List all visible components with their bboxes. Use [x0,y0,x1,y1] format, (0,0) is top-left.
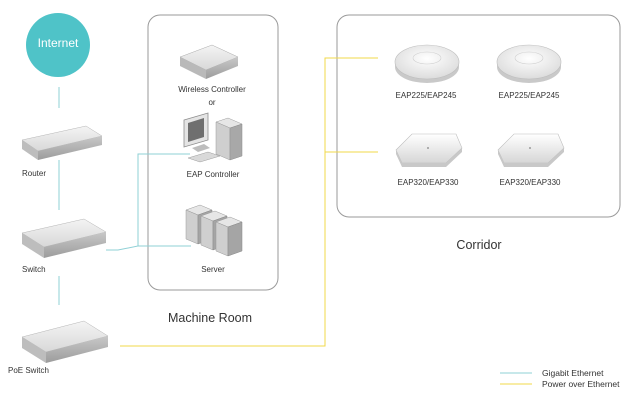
router-label: Router [22,169,47,178]
wireless-controller-icon [179,44,239,79]
ap-label: EAP225/EAP245 [395,91,457,100]
switch-icon [21,218,107,258]
ap-label: EAP320/EAP330 [499,178,561,187]
machine-room-label: Machine Room [167,311,253,325]
internet-label: Internet [37,36,79,50]
server-label: Server [201,265,225,274]
legend-poe-label: Power over Ethernet [542,379,620,389]
eap-controller-label: EAP Controller [186,170,240,179]
router-icon [21,125,103,160]
gigabit-links [58,87,191,305]
ceiling-ap-round-icon [394,44,460,83]
switch-label: Switch [22,265,46,274]
poe-switch-icon [21,320,109,363]
poe-links [120,57,378,347]
corridor-box [336,14,621,218]
ap-label: EAP320/EAP330 [397,178,459,187]
ceiling-ap-square-icon [497,133,565,167]
ap-label: EAP225/EAP245 [498,91,560,100]
legend-gigabit-label: Gigabit Ethernet [542,368,604,378]
globe-cloud-icon [26,13,90,77]
machine-room-box [147,14,279,291]
corridor-label: Corridor [456,238,502,252]
or-label: or [208,98,216,107]
server-icon [185,204,243,257]
poe-switch-label: PoE Switch [8,366,49,375]
ceiling-ap-square-icon [395,133,463,167]
wireless-controller-label: Wireless Controller [178,85,246,94]
ceiling-ap-round-icon [496,44,562,83]
computer-icon [183,112,243,163]
